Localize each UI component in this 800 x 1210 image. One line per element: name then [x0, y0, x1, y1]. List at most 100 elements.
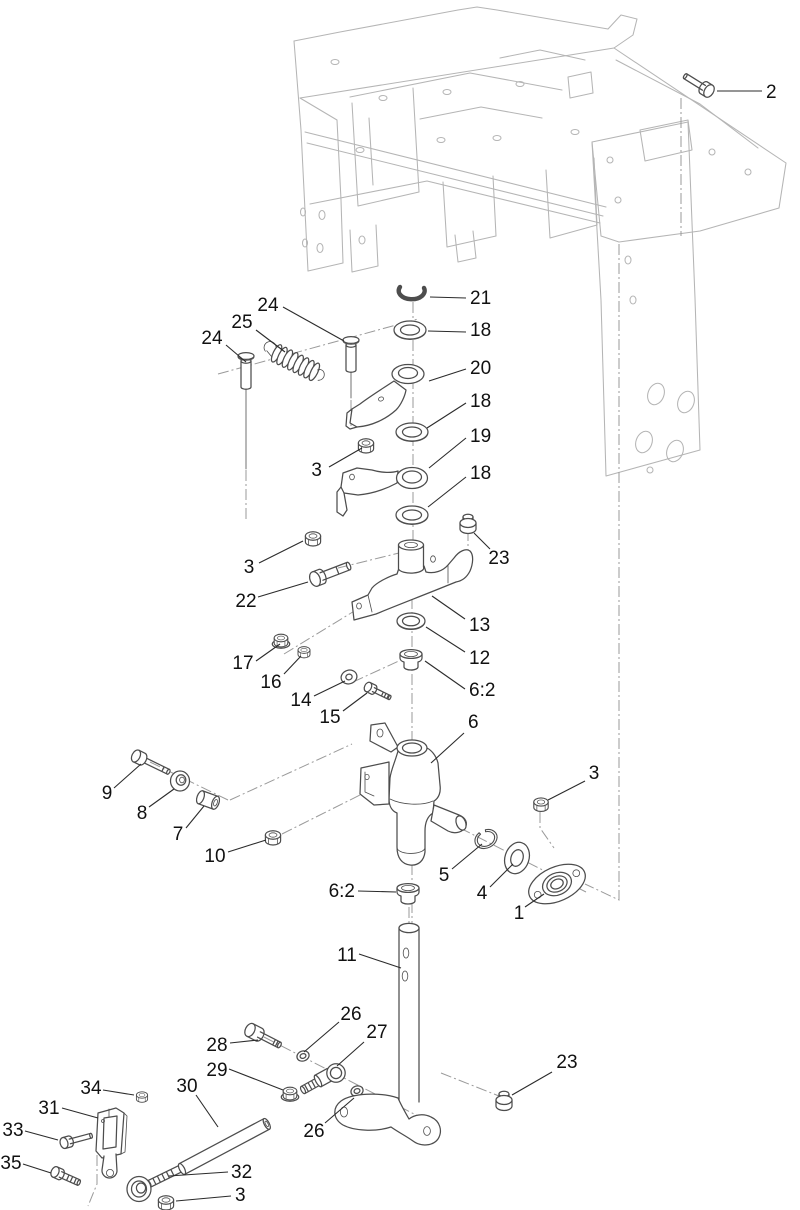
- leader-line-28: [229, 1039, 259, 1044]
- leader-line-1: [524, 893, 545, 908]
- part-label-11: 11: [337, 945, 357, 966]
- leader-line-14: [313, 680, 346, 697]
- leader-line-6: [430, 732, 465, 764]
- leader-line-3c: [547, 780, 586, 801]
- leader-line-31: [61, 1107, 99, 1119]
- leader-line-12: [425, 626, 466, 653]
- leader-line-35: [22, 1163, 52, 1174]
- part-label-3d: 3: [235, 1185, 246, 1206]
- leader-line-19: [428, 437, 467, 469]
- part-label-26a: 26: [340, 1004, 361, 1025]
- part-label-8: 8: [137, 803, 148, 824]
- leader-line-7: [185, 805, 205, 829]
- leader-line-18a: [427, 330, 467, 333]
- leader-line-10: [227, 839, 267, 853]
- e-ring-21: [396, 284, 427, 302]
- leader-line-15: [342, 692, 368, 712]
- extension-spring-25: [263, 341, 325, 382]
- leader-line-23b: [511, 1071, 553, 1096]
- leader-line-20: [428, 368, 467, 382]
- leader-line-27: [336, 1041, 365, 1067]
- bolt-9: [130, 749, 171, 775]
- leader-line-25: [255, 329, 286, 353]
- part-label-23a: 23: [488, 548, 509, 569]
- leader-line-5: [451, 843, 483, 870]
- nut-16: [297, 646, 311, 659]
- screw-15: [363, 681, 392, 701]
- leader-line-33: [24, 1130, 59, 1141]
- tie-rod-30: [177, 1117, 271, 1176]
- rod-end-27: [299, 1063, 346, 1095]
- locknut-23-lower: [495, 1090, 513, 1112]
- washer-18-lower: [395, 505, 429, 525]
- leader-line-3a: [328, 447, 363, 468]
- flange-bushing-6-2-lower: [396, 882, 420, 905]
- part-label-16: 16: [260, 672, 281, 693]
- part-label-9: 9: [102, 783, 113, 804]
- leader-line-16: [283, 655, 302, 675]
- part-label-26b: 26: [303, 1121, 324, 1142]
- part-label-5: 5: [439, 865, 450, 886]
- centerline-nut3c-axis: [539, 812, 555, 849]
- part-label-20: 20: [470, 358, 491, 379]
- leader-line-17: [255, 643, 281, 662]
- control-lever-20: [345, 363, 425, 430]
- machine-frame: [293, 6, 787, 477]
- part-label-30: 30: [176, 1076, 197, 1097]
- part-label-2: 2: [766, 82, 777, 103]
- part-label-15: 15: [319, 707, 340, 728]
- washer-26-upper: [296, 1050, 310, 1062]
- bolt-22: [308, 561, 352, 587]
- part-label-1: 1: [514, 903, 525, 924]
- part-label-23b: 23: [556, 1052, 577, 1073]
- leader-line-32: [168, 1171, 229, 1177]
- nut-34: [135, 1091, 149, 1103]
- part-label-14: 14: [290, 690, 312, 711]
- part-label-3c: 3: [589, 763, 600, 784]
- spacer-7: [195, 790, 221, 810]
- part-label-21: 21: [470, 288, 491, 309]
- part-label-3a: 3: [311, 460, 322, 481]
- centerline-right-fold: [584, 244, 620, 901]
- stud-32: [146, 1165, 182, 1188]
- leader-line-18c: [427, 476, 467, 508]
- flange-bushing-6-2-upper: [399, 648, 423, 671]
- leader-line-3b: [258, 540, 304, 564]
- washer-12: [396, 612, 426, 631]
- part-label-34: 34: [80, 1078, 102, 1099]
- shaft-fork: [334, 1093, 441, 1146]
- part-label-62a: 6:2: [469, 680, 495, 701]
- part-label-24a: 24: [257, 295, 279, 316]
- part-label-32: 32: [231, 1162, 252, 1183]
- part-label-18b: 18: [470, 391, 491, 412]
- part-label-10: 10: [204, 846, 225, 867]
- bolt-28: [244, 1022, 282, 1049]
- part-label-27: 27: [366, 1022, 387, 1043]
- part-label-24b: 24: [201, 328, 223, 349]
- part-label-6: 6: [468, 712, 479, 733]
- centerline-fork-nut23-axis: [440, 1072, 500, 1097]
- leader-line-24a: [282, 306, 345, 342]
- flange-bolt-2: [682, 73, 715, 98]
- leader-line-23a: [473, 532, 491, 550]
- part-label-18c: 18: [470, 463, 491, 484]
- steering-support-6: [359, 722, 467, 866]
- part-label-18a: 18: [470, 320, 491, 341]
- part-label-62b: 6:2: [329, 881, 355, 902]
- flange-bushing-1: [528, 863, 586, 905]
- part-label-25: 25: [231, 312, 252, 333]
- part-label-22: 22: [235, 591, 256, 612]
- clevis-31: [95, 1107, 128, 1179]
- part-label-17: 17: [232, 653, 253, 674]
- screw-35: [50, 1166, 81, 1186]
- part-label-29: 29: [206, 1060, 227, 1081]
- leader-line-62a: [424, 660, 466, 690]
- leader-line-22: [257, 581, 309, 598]
- washer-18-upper: [393, 320, 427, 340]
- centerline-screw15-axis: [352, 659, 402, 683]
- part-label-13: 13: [469, 615, 490, 636]
- washer-14: [340, 669, 358, 685]
- leader-line-13: [431, 595, 466, 620]
- washer-18-middle: [395, 422, 429, 442]
